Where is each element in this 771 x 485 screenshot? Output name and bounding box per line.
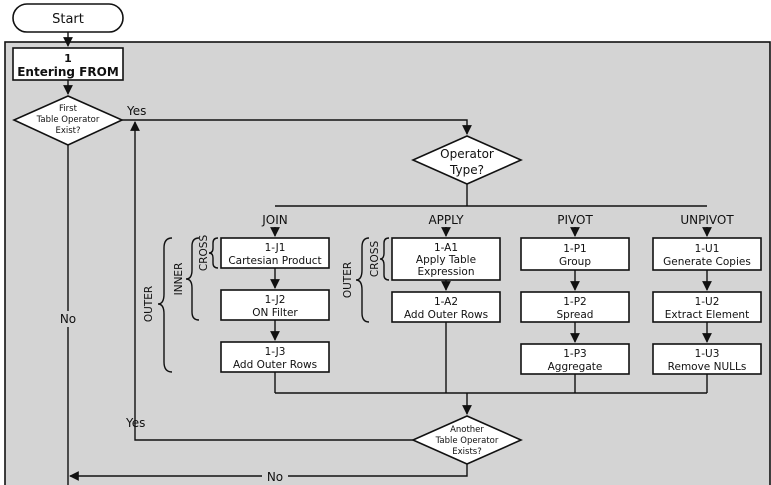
outer-bracket-join (157, 237, 173, 373)
entering-from-number: 1 (64, 52, 72, 65)
cross-label-join: CROSS (198, 235, 210, 272)
outer-label-apply: OUTER (342, 262, 354, 298)
step-j3: 1-J3 Add Outer Rows (220, 341, 330, 373)
step-u1-id: 1-U1 (695, 243, 720, 255)
step-a2-label: Add Outer Rows (404, 309, 488, 321)
step-u2: 1-U2 Extract Element (652, 291, 762, 323)
arrow-another-no (69, 464, 468, 481)
another-yes-label: Yes (125, 416, 145, 430)
column-apply: APPLY (428, 213, 464, 227)
decision-another-line3: Exists? (452, 447, 481, 457)
step-j2-id: 1-J2 (265, 294, 286, 306)
outer-label-join: OUTER (143, 286, 155, 322)
step-j1-label: Cartesian Product (228, 255, 321, 267)
step-j3-label: Add Outer Rows (233, 359, 317, 371)
step-p2: 1-P2 Spread (520, 291, 630, 323)
step-a2: 1-A2 Add Outer Rows (391, 291, 501, 323)
entering-from-title: Entering FROM (17, 65, 119, 79)
from-phase-container (4, 41, 771, 485)
step-p3-label: Aggregate (548, 361, 603, 373)
step-p3: 1-P3 Aggregate (520, 343, 630, 375)
start-terminal: Start (12, 3, 124, 33)
step-u3-id: 1-U3 (695, 348, 720, 360)
decision-operator-type: Operator Type? (411, 135, 523, 185)
inner-bracket-join (185, 237, 200, 321)
step-u1-label: Generate Copies (663, 256, 751, 268)
outer-bracket-apply (355, 237, 370, 323)
step-p2-label: Spread (557, 309, 594, 321)
arrow-another-yes (130, 121, 413, 441)
no-label-bg-2 (262, 469, 288, 484)
decision-another-operator: Another Table Operator Exists? (411, 415, 523, 465)
step-a1-label: Apply Table (416, 254, 476, 266)
step-u2-label: Extract Element (665, 309, 749, 321)
step-u2-id: 1-U2 (695, 296, 720, 308)
step-a2-id: 1-A2 (434, 296, 458, 308)
first-no-label: No (60, 312, 76, 326)
no-label-bg (56, 311, 80, 327)
cross-bracket-apply (379, 237, 390, 281)
step-p1-id: 1-P1 (563, 243, 586, 255)
step-p1: 1-P1 Group (520, 237, 630, 271)
step-a1: 1-A1 Apply Table Expression (391, 237, 501, 281)
first-yes-label: Yes (126, 104, 146, 118)
step-j1-id: 1-J1 (265, 242, 286, 254)
step-p3-id: 1-P3 (563, 348, 586, 360)
decision-another-line1: Another (450, 425, 484, 435)
step-p2-id: 1-P2 (563, 296, 586, 308)
step-a1-id: 1-A1 (434, 242, 458, 254)
another-no-label: No (267, 470, 283, 484)
column-unpivot: UNPIVOT (680, 213, 734, 227)
decision-type-line1: Operator (440, 147, 494, 161)
decision-type-line2: Type? (449, 163, 484, 177)
step-u3-label: Remove NULLs (668, 361, 747, 373)
step-u3: 1-U3 Remove NULLs (652, 343, 762, 375)
entering-from-box: 1 Entering FROM (12, 47, 124, 81)
step-j1: 1-J1 Cartesian Product (220, 237, 330, 269)
step-a1-label2: Expression (418, 266, 475, 278)
inner-label-join: INNER (173, 263, 185, 296)
decision-first-line3: Exist? (55, 126, 80, 136)
decision-another-line2: Table Operator (435, 436, 499, 446)
cross-bracket-join (208, 237, 219, 269)
step-j2: 1-J2 ON Filter (220, 289, 330, 321)
column-join: JOIN (261, 213, 288, 227)
decision-first-line1: First (59, 104, 78, 114)
step-u1: 1-U1 Generate Copies (652, 237, 762, 271)
column-pivot: PIVOT (557, 213, 593, 227)
arrow-first-yes (122, 119, 472, 135)
start-label: Start (52, 12, 84, 27)
cross-label-apply: CROSS (369, 241, 381, 278)
step-j2-label: ON Filter (252, 307, 298, 319)
step-j3-id: 1-J3 (265, 346, 286, 358)
step-p1-label: Group (559, 256, 591, 268)
decision-first-line2: Table Operator (36, 115, 100, 125)
